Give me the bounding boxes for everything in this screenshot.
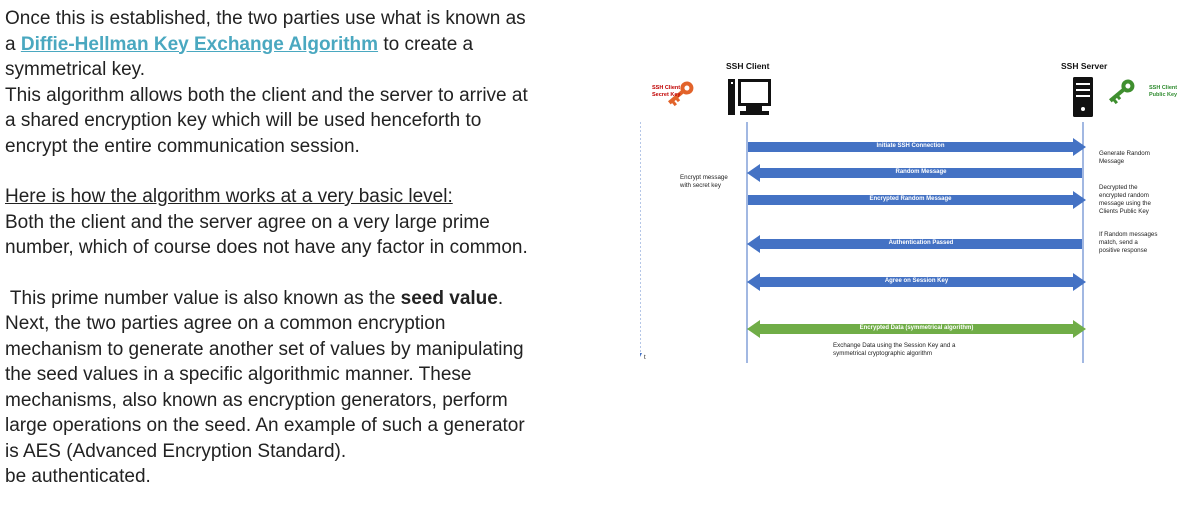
time-label: t bbox=[644, 354, 646, 361]
arrow-label: Initiate SSH Connection bbox=[876, 143, 945, 149]
paragraph-line: mechanisms, also known as encryption gen… bbox=[5, 389, 508, 411]
arrow-random-message bbox=[747, 164, 1082, 182]
server-public-key-icon bbox=[1109, 79, 1135, 105]
arrow-authentication-passed bbox=[747, 235, 1082, 253]
paragraph-gap bbox=[5, 159, 605, 184]
text-run: . bbox=[497, 287, 504, 309]
right-note: Decrypted the encrypted random message u… bbox=[1099, 184, 1151, 215]
diffie-hellman-link[interactable]: Diffie-Hellman Key Exchange Algorithm bbox=[20, 33, 379, 55]
ssh-handshake-diagram: SSH Client SSH Server SSH Client Secret … bbox=[640, 50, 1180, 370]
paragraph-gap bbox=[5, 261, 605, 286]
paragraph-line: encrypt the entire communication session… bbox=[5, 135, 360, 157]
text-run: to create a bbox=[378, 33, 474, 55]
paragraph-line: a shared encryption key which will be us… bbox=[5, 110, 482, 131]
arrow-label: Authentication Passed bbox=[888, 240, 954, 246]
server-key-label: SSH Client Public Key bbox=[1149, 85, 1178, 98]
arrow-encrypted-data bbox=[747, 320, 1086, 338]
client-key-label: SSH Client Secret Key bbox=[652, 85, 681, 98]
seed-value-term: seed value bbox=[400, 287, 498, 309]
paragraph-line: symmetrical key. bbox=[5, 59, 146, 80]
paragraph-line: be authenticated. bbox=[5, 466, 151, 487]
text-run: a bbox=[5, 33, 21, 55]
arrow-label: Agree on Session Key bbox=[884, 278, 949, 284]
client-title: SSH Client bbox=[726, 61, 770, 71]
arrow-encrypted-random-message bbox=[748, 191, 1086, 209]
paragraph-line: the seed values in a specific algorithmi… bbox=[5, 364, 472, 385]
text-run: This prime number value is also known as… bbox=[5, 287, 401, 309]
paragraph-line: Next, the two parties agree on a common … bbox=[5, 313, 446, 334]
paragraph-line: Both the client and the server agree on … bbox=[5, 211, 490, 233]
server-icon bbox=[1073, 77, 1093, 117]
paragraph-line: large operations on the seed. An example… bbox=[5, 415, 525, 436]
paragraph-line: mechanism to generate another set of val… bbox=[5, 338, 524, 360]
arrow-label: Random Message bbox=[895, 169, 947, 175]
right-note: Generate Random Message bbox=[1099, 150, 1150, 165]
arrow-label: Encrypted Random Message bbox=[869, 196, 952, 202]
diagram-graphics bbox=[640, 77, 1135, 363]
paragraph-line: This prime number value is also known as… bbox=[5, 286, 605, 312]
arrow-agree-on-session-key bbox=[747, 273, 1086, 291]
paragraph-line: This algorithm allows both the client an… bbox=[5, 84, 528, 106]
server-title: SSH Server bbox=[1061, 61, 1108, 71]
article-text: Once this is established, the two partie… bbox=[5, 6, 605, 490]
left-note: Encrypt message with secret key bbox=[680, 174, 728, 189]
paragraph-line: Once this is established, the two partie… bbox=[5, 8, 526, 29]
arrow-initiate-ssh-connection bbox=[748, 138, 1086, 156]
client-key-icon bbox=[668, 81, 694, 107]
client-computer-icon bbox=[728, 79, 771, 115]
right-note: If Random messages match, send a positiv… bbox=[1099, 231, 1158, 254]
arrow-label: Encrypted Data (symmetrical algorithm) bbox=[859, 325, 974, 331]
section-heading: Here is how the algorithm works at a ver… bbox=[5, 186, 453, 207]
paragraph-line: a Diffie-Hellman Key Exchange Algorithm … bbox=[5, 32, 605, 58]
bottom-note: Exchange Data using the Session Key and … bbox=[833, 342, 956, 357]
paragraph-line: number, which of course does not have an… bbox=[5, 237, 528, 258]
paragraph-line: is AES (Advanced Encryption Standard). bbox=[5, 440, 347, 462]
